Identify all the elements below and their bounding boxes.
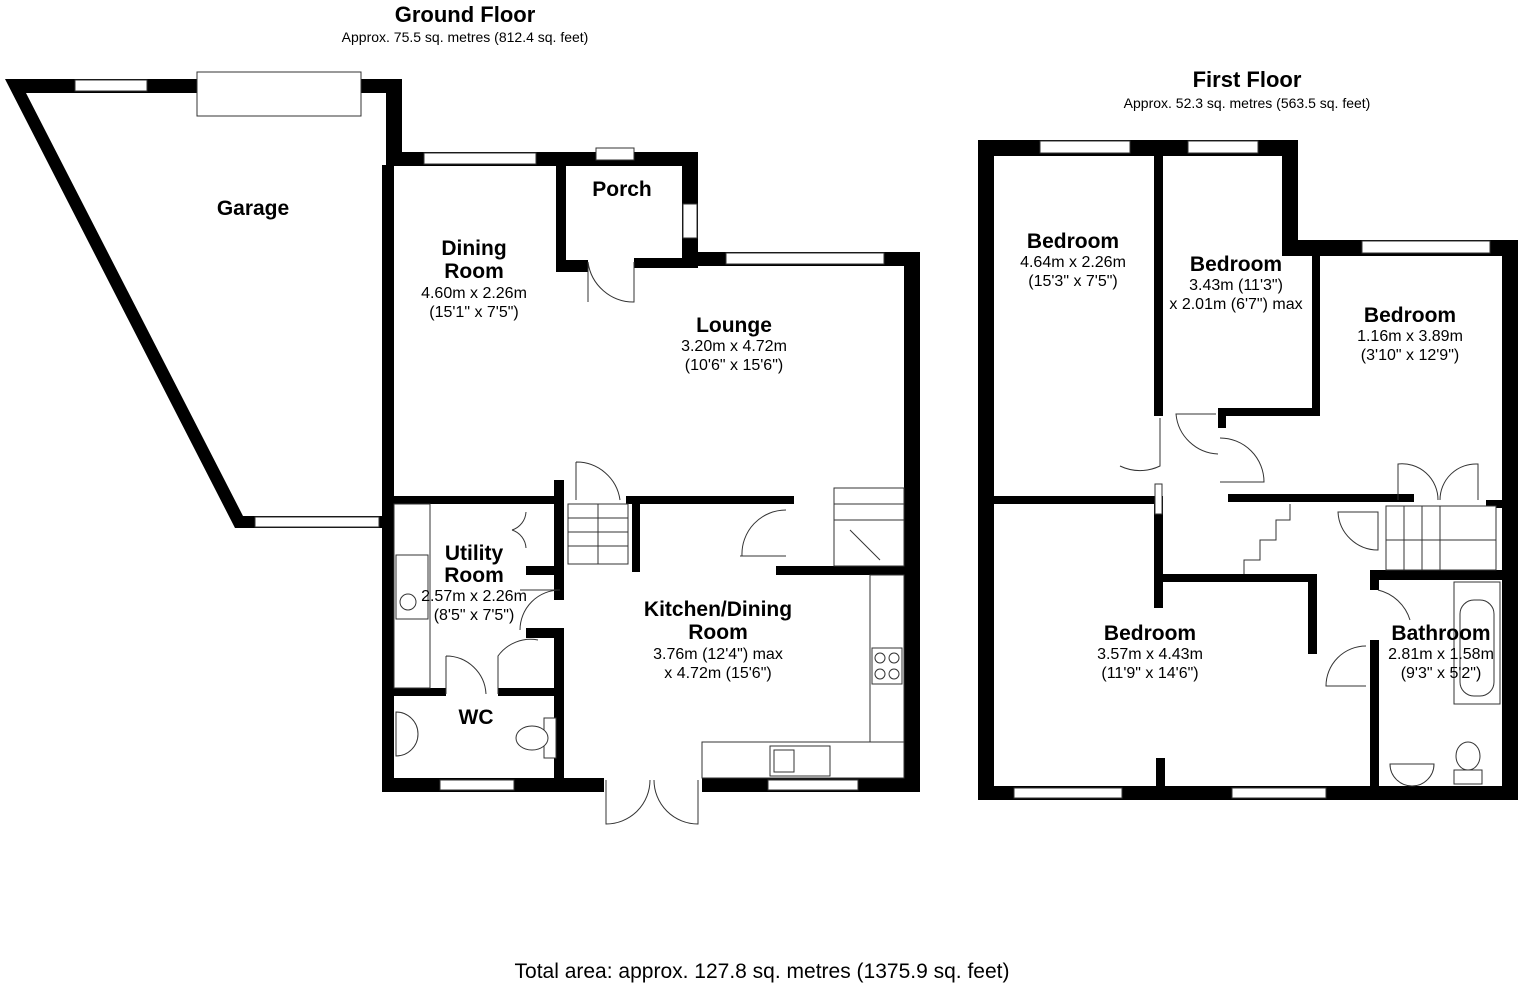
porch-label: Porch (592, 178, 652, 201)
utility-room-dim-metric: 2.57m x 2.26m (421, 588, 527, 605)
lounge-window (725, 252, 885, 265)
bedroom1-dim-imperial: (15'3" x 7'5") (1028, 273, 1118, 290)
utility-room-label-1: Utility (445, 542, 504, 565)
bedroom4-window-1 (1013, 787, 1123, 799)
dining-room-label-1: Dining (441, 237, 506, 260)
bedroom4-window-2 (1231, 787, 1327, 799)
lounge-stair-door (575, 461, 621, 501)
kitchen-label-2: Room (688, 621, 748, 644)
bedroom3-double-doors (1397, 463, 1479, 501)
bathroom-door-swing (1325, 589, 1411, 687)
first-floor-title: First Floor (1193, 67, 1302, 92)
utility-room-dim-imperial: (8'5" x 7'5") (434, 607, 515, 624)
bedroom2-dim-2: x 2.01m (6'7") max (1169, 296, 1302, 313)
kitchen-worktops (701, 574, 905, 779)
bedroom2-dim-1: 3.43m (11'3") (1189, 277, 1283, 294)
bedroom4-label: Bedroom (1104, 622, 1196, 645)
french-doors (605, 779, 699, 825)
utility-door-swing (519, 589, 561, 631)
bedroom2-window (1187, 140, 1259, 154)
kitchen-window (767, 779, 859, 791)
garage-window-top (74, 79, 148, 92)
garage-walls (5, 79, 402, 528)
utility-fittings (393, 503, 431, 689)
bathroom-dim-metric: 2.81m x 1.58m (1388, 646, 1494, 663)
kitchen-store-door (740, 509, 787, 557)
porch-door-top (595, 147, 635, 161)
bedroom3-label: Bedroom (1364, 304, 1456, 327)
porch-side-window (682, 203, 698, 239)
bathroom-basin-icon (1389, 763, 1435, 787)
kitchen-dim-1: 3.76m (12'4") max (653, 646, 783, 663)
kitchen-sink-icon (769, 745, 831, 777)
kitchen-label-1: Kitchen/Dining (644, 598, 792, 621)
ground-floor-title: Ground Floor (395, 2, 536, 27)
lounge-dim-metric: 3.20m x 4.72m (681, 338, 787, 355)
bedroom2-door-swing (1175, 413, 1219, 455)
bedroom4-dim-metric: 3.57m x 4.43m (1097, 646, 1203, 663)
wc-window (439, 779, 515, 791)
wc-label: WC (459, 706, 494, 729)
lounge-label: Lounge (696, 314, 772, 337)
wc-door-swing-2 (497, 638, 539, 694)
bedroom3-dim-imperial: (3'10" x 12'9") (1361, 347, 1459, 364)
wc-basin-icon (395, 711, 419, 757)
bathroom-label: Bathroom (1391, 622, 1490, 645)
toilet-icon (515, 725, 549, 751)
bedroom2-label: Bedroom (1190, 253, 1282, 276)
wc-door-swing (445, 655, 487, 695)
garage-window-bottom (254, 516, 380, 528)
wc-fittings (395, 711, 557, 759)
bathroom-dim-imperial: (9'3" x 5'2") (1401, 665, 1482, 682)
ground-floor-plan: Ground Floor Approx. 75.5 sq. metres (81… (5, 2, 920, 825)
utility-sink-icon (395, 554, 429, 620)
garage-label: Garage (217, 197, 289, 220)
dining-room-label-2: Room (444, 260, 504, 283)
bedroom4-dim-imperial: (11'9" x 14'6") (1101, 665, 1198, 682)
ground-stairs (567, 487, 905, 567)
bedroom1-label: Bedroom (1027, 230, 1119, 253)
bedroom2-door-swing-b (1219, 437, 1265, 483)
first-floor-area: Approx. 52.3 sq. metres (563.5 sq. feet) (1124, 95, 1371, 111)
bedroom3-dim-metric: 1.16m x 3.89m (1357, 328, 1463, 345)
landing-window (1154, 483, 1163, 515)
bedroom1-dim-metric: 4.64m x 2.26m (1020, 254, 1126, 271)
porch-door-swing (587, 261, 635, 303)
bedroom1-window (1039, 140, 1131, 154)
kitchen-dim-2: x 4.72m (15'6") (664, 665, 771, 682)
landing-cupboard-door (1337, 511, 1379, 551)
dining-room-dim-imperial: (15'1" x 7'5") (429, 304, 519, 321)
bath-icon (1453, 581, 1501, 705)
bedroom3-window (1361, 240, 1491, 254)
utility-room-label-2: Room (444, 564, 504, 587)
utility-cupboard-doors (511, 511, 527, 549)
bathroom-fittings (1389, 581, 1501, 787)
hob-icon (871, 647, 903, 685)
ground-floor-area: Approx. 75.5 sq. metres (812.4 sq. feet) (342, 29, 589, 45)
dining-window (423, 152, 537, 165)
bedroom1-door-swing (1119, 418, 1161, 472)
total-area: Total area: approx. 127.8 sq. metres (13… (515, 960, 1010, 983)
lounge-dim-imperial: (10'6" x 15'6") (685, 357, 783, 374)
first-floor-plan: First Floor Approx. 52.3 sq. metres (563… (978, 67, 1518, 800)
first-floor-stairs (1243, 504, 1497, 574)
garage-door (196, 71, 362, 117)
bathroom-toilet-icon (1455, 741, 1481, 771)
dining-room-dim-metric: 4.60m x 2.26m (421, 285, 527, 302)
